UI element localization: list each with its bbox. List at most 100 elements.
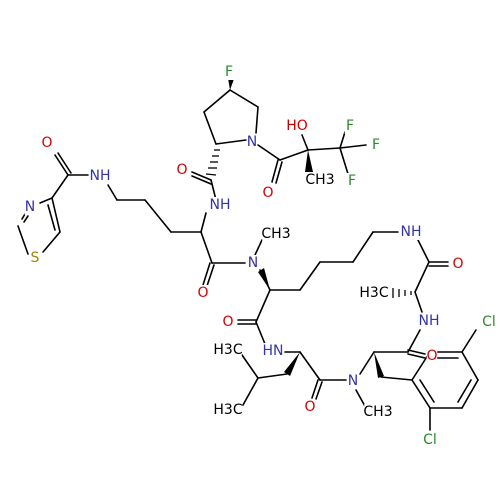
- atom-label-background: [247, 255, 259, 271]
- chlorine-atom: Cl: [482, 314, 496, 330]
- bond: [39, 197, 53, 204]
- atom-label-background: [419, 313, 439, 329]
- bond: [301, 134, 309, 151]
- oxygen-atom: O: [197, 285, 208, 301]
- bond: [255, 321, 266, 345]
- methyl-group: H3C: [213, 402, 242, 418]
- bond: [210, 179, 217, 201]
- nitrogen-atom: N: [348, 373, 358, 389]
- bond: [200, 231, 213, 264]
- methyl-group: H3C: [213, 342, 242, 358]
- bond: [419, 379, 435, 403]
- bond: [380, 376, 413, 381]
- bond: [457, 379, 472, 403]
- methyl-group: CH3: [261, 226, 290, 242]
- bond: [414, 261, 430, 293]
- atom-label-background: [287, 118, 307, 134]
- atom-label-background: [346, 173, 358, 189]
- atom-label-background: [360, 285, 388, 301]
- bond: [42, 231, 61, 253]
- atom-label-background: [214, 342, 242, 358]
- bond: [191, 171, 212, 181]
- bond: [359, 351, 375, 375]
- atom-label-background: [210, 197, 230, 213]
- bond: [299, 351, 321, 381]
- bond: [241, 354, 259, 379]
- bond: [255, 289, 271, 323]
- atom-label-background: [263, 343, 283, 359]
- amide-nitrogen: NH: [401, 224, 422, 240]
- bond: [203, 89, 231, 113]
- wedge-bond: [284, 352, 300, 376]
- amide-nitrogen: NH: [419, 313, 440, 329]
- bond: [352, 231, 374, 263]
- bond: [407, 349, 426, 355]
- bond: [407, 329, 421, 353]
- wedge-bond: [374, 352, 384, 378]
- bond: [315, 381, 323, 400]
- bond: [311, 379, 319, 399]
- atom-label-background: [246, 134, 258, 150]
- bond: [339, 144, 367, 149]
- fluorine-atom: F: [372, 137, 380, 153]
- wedge-bond: [228, 78, 234, 90]
- wedge-bond: [258, 268, 270, 290]
- bond: [461, 379, 479, 409]
- fluorine-atom: F: [346, 118, 354, 134]
- atom-label-background: [344, 118, 356, 134]
- bond: [21, 213, 26, 220]
- bond: [339, 131, 346, 149]
- atom-label-background: [176, 162, 188, 178]
- sulfur-atom: S: [31, 250, 40, 266]
- bond: [144, 199, 172, 233]
- bond: [191, 175, 212, 185]
- wedge-bond: [305, 150, 313, 172]
- atom-label-background: [41, 135, 53, 151]
- atom-label-background: [304, 399, 316, 415]
- bond: [51, 197, 61, 233]
- bond: [417, 239, 430, 263]
- atom-label-background: [452, 256, 464, 272]
- bond: [307, 147, 341, 151]
- fluorine-atom: F: [348, 173, 356, 189]
- hash-bond: [205, 173, 217, 176]
- methyl-group: CH3: [363, 404, 392, 420]
- bond: [242, 377, 259, 406]
- atom-label-background: [262, 185, 274, 201]
- atom-label-background: [214, 402, 242, 418]
- nitrogen-atom: N: [25, 199, 35, 215]
- bond: [255, 106, 259, 134]
- bond: [229, 89, 259, 108]
- atom-label-background: [306, 172, 334, 188]
- bond: [23, 215, 29, 223]
- bond: [407, 353, 426, 359]
- bond: [54, 154, 69, 176]
- atom-label-background: [29, 250, 41, 266]
- bond: [57, 152, 72, 174]
- atom-label-background: [90, 168, 110, 184]
- bond: [279, 149, 309, 161]
- bond: [339, 147, 349, 175]
- atom-label-background: [370, 137, 382, 153]
- bond: [275, 161, 283, 184]
- bond: [411, 379, 431, 409]
- bonds: [17, 78, 479, 431]
- bond: [203, 111, 217, 145]
- atom-label-background: [479, 314, 499, 330]
- bond: [215, 139, 247, 145]
- amide-nitrogen: NH: [210, 197, 231, 213]
- bond: [271, 159, 279, 183]
- oxygen-atom: O: [176, 162, 187, 178]
- bond: [107, 184, 118, 201]
- bond: [461, 329, 477, 353]
- nitrogen-atom: N: [248, 255, 258, 271]
- bond: [254, 239, 263, 256]
- fluorine-atom: F: [225, 64, 233, 80]
- atom-label-background: [347, 373, 359, 389]
- oxygen-atom: O: [222, 314, 233, 330]
- methyl-group: CH3: [305, 172, 334, 188]
- oxygen-atom: O: [41, 135, 52, 151]
